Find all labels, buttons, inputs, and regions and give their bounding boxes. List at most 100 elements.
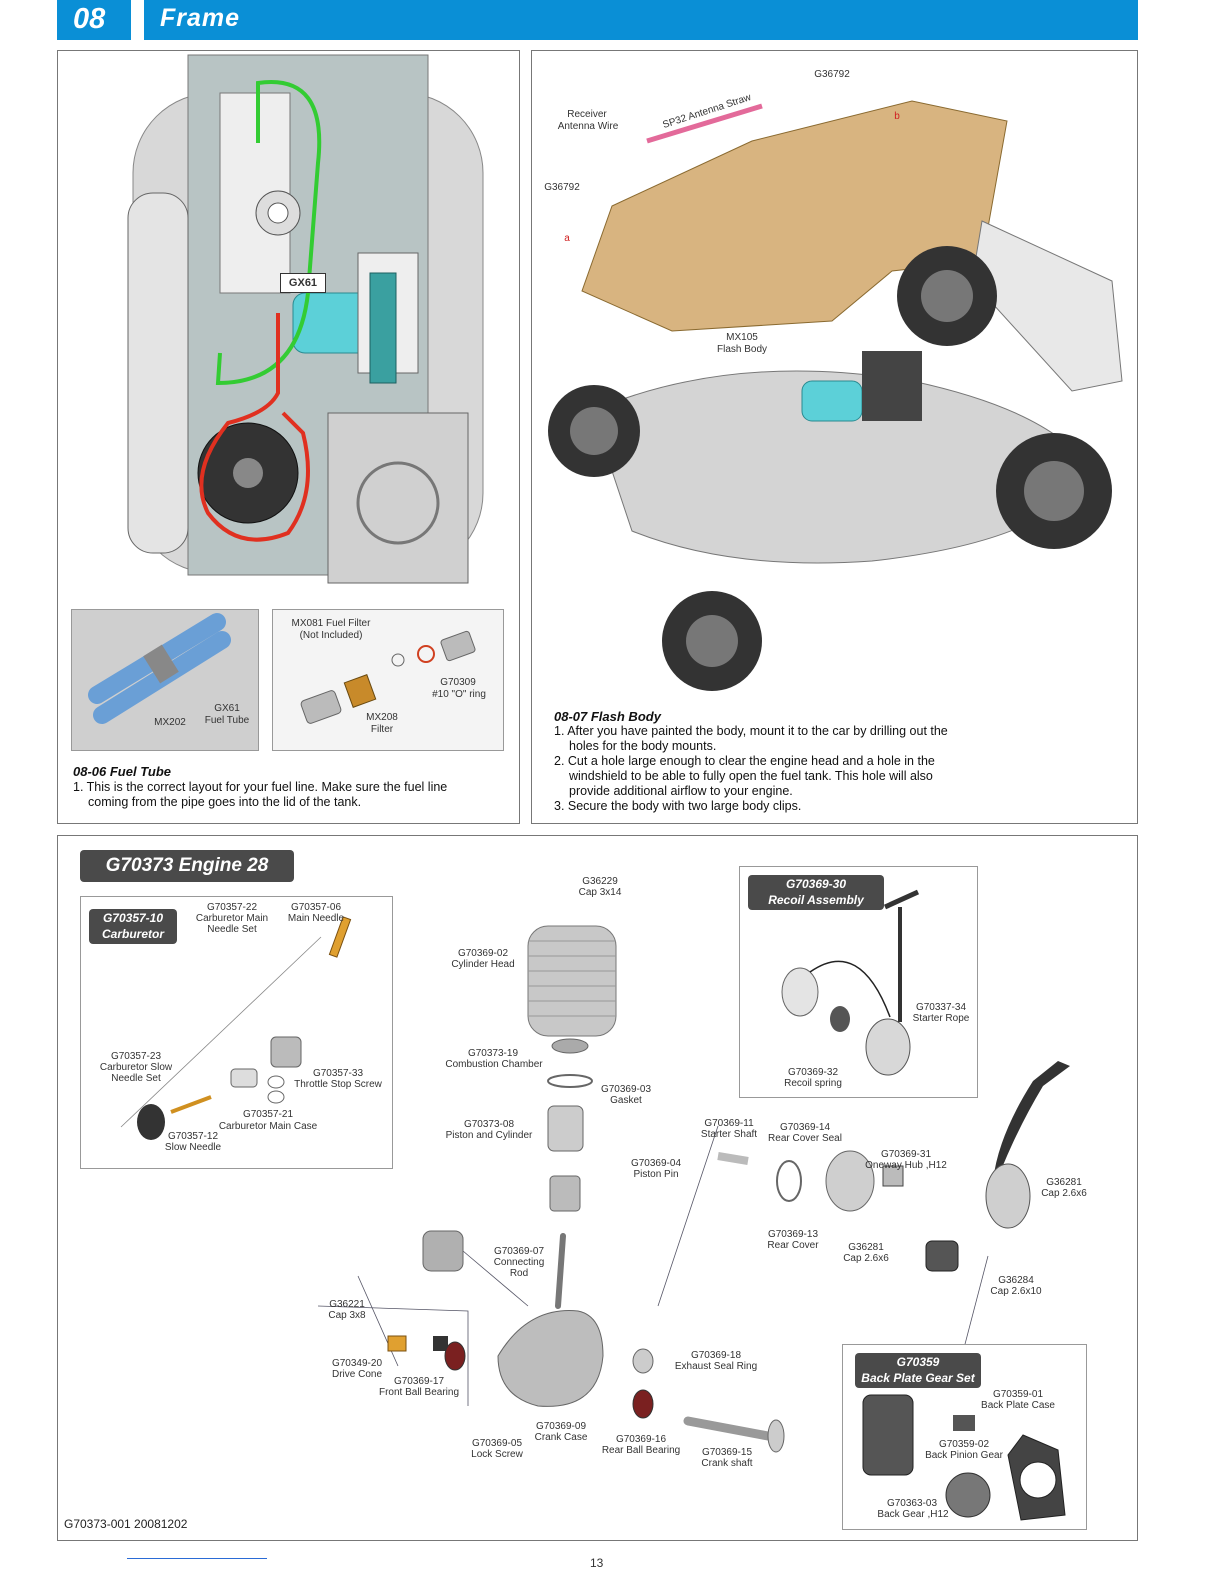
flash-body-step-2-cont-a: windshield to be able to fully open the …: [569, 769, 933, 783]
g36792-top-label: G36792: [814, 69, 850, 80]
g36229-code: G36229: [582, 876, 618, 887]
lock-name: Lock Screw: [471, 1449, 523, 1460]
cyl-head-code: G70369-02: [457, 948, 509, 959]
fbb-name: Front Ball Bearing: [378, 1387, 460, 1398]
carb-p23-name-1: Carburetor Slow: [99, 1062, 173, 1073]
hub-code: G70369-31: [880, 1149, 932, 1160]
engine-panel: G70373 Engine 28: [57, 835, 1138, 1541]
recoil-box: G70369-30 Recoil Assembly G70337-34 Star…: [739, 866, 978, 1098]
recoil-tag-name: Recoil Assembly: [768, 893, 864, 907]
carb-p06-name: Main Needle: [287, 913, 345, 924]
seal-code: G70369-18: [690, 1350, 742, 1361]
g36281a-code: G36281: [1046, 1177, 1082, 1188]
fuel-tube-illustration: [88, 613, 231, 724]
bp-p01-name: Back Plate Case: [981, 1400, 1055, 1411]
cone-name: Drive Cone: [331, 1369, 383, 1380]
page-number: 13: [590, 1556, 604, 1570]
g36281b-code: G36281: [848, 1242, 884, 1253]
carb-p23-code: G70357-23: [110, 1051, 162, 1062]
chassis-engine-illustration: [127, 54, 484, 584]
fuel-tube-step-1: 1. This is the correct layout for your f…: [73, 780, 448, 794]
g36281b-name: Cap 2.6x6: [843, 1253, 889, 1264]
receiver-label-1: Receiver: [567, 109, 607, 120]
bp-p02-name: Back Pinion Gear: [925, 1450, 1003, 1461]
fuel-tube-title: 08-06 Fuel Tube: [73, 764, 172, 779]
carb-p06-code: G70357-06: [290, 902, 342, 913]
carb-p12-code: G70357-12: [167, 1131, 219, 1142]
flash-body-step-3: 3. Secure the body with two large body c…: [554, 799, 802, 813]
carb-p21-code: G70357-21: [242, 1109, 294, 1120]
carb-p33-code: G70357-33: [312, 1068, 364, 1079]
recoil-p34-name: Starter Rope: [912, 1013, 970, 1024]
g36221-name: Cap 3x8: [328, 1310, 366, 1321]
bp-p01-code: G70359-01: [992, 1389, 1044, 1400]
fbb-code: G70369-17: [393, 1376, 445, 1387]
comb-code: G70373-19: [467, 1048, 519, 1059]
flash-body-panel: G36792 Receiver Antenna Wire SP32 Antenn…: [531, 50, 1138, 824]
carb-p23-name-2: Needle Set: [111, 1073, 161, 1084]
carburetor-illustration: [120, 916, 352, 1140]
rcs-code: G70369-14: [779, 1122, 831, 1133]
gasket-code: G70369-03: [600, 1084, 652, 1095]
carburetor-tag-code: G70357-10: [102, 911, 164, 925]
piston-name: Piston and Cylinder: [445, 1130, 533, 1141]
fuel-tube-instructions: 1. This is the correct layout for your f…: [73, 780, 513, 810]
bp-p03-code: G70363-03: [886, 1498, 938, 1509]
recoil-tag-code: G70369-30: [785, 877, 847, 891]
rbb-code: G70369-16: [615, 1434, 667, 1445]
mx208-name-label: Filter: [370, 724, 394, 735]
mx105-code-label: MX105: [726, 332, 758, 343]
flash-body-step-2: 2. Cut a hole large enough to clear the …: [554, 754, 935, 768]
ss-code: G70369-11: [704, 1118, 754, 1129]
carb-p22-name-2: Needle Set: [207, 924, 257, 935]
carburetor-box: G70357-10 Carburetor G70357-22 Carbureto…: [80, 896, 393, 1169]
fuel-tube-panel: GX61 MX202 GX61 Fuel Tube MX081 Fuel Fil…: [57, 50, 520, 824]
backplate-tag: G70359 Back Plate Gear Set: [855, 1353, 981, 1388]
gasket-name: Gasket: [610, 1095, 642, 1106]
carburetor-tag: G70357-10 Carburetor: [89, 909, 177, 944]
fuel-tube-step-1-cont: coming from the pipe goes into the lid o…: [88, 795, 362, 809]
seal-name: Exhaust Seal Ring: [674, 1361, 758, 1372]
fuel-filter-parts-box: MX081 Fuel Filter (Not Included) G70309 …: [272, 609, 504, 751]
carb-p21-name: Carburetor Main Case: [218, 1121, 318, 1132]
g36284-name: Cap 2.6x10: [990, 1286, 1042, 1297]
footer-link-line: [127, 1558, 267, 1559]
case-name: Crank Case: [534, 1432, 588, 1443]
g36229-name: Cap 3x14: [578, 887, 622, 898]
fuel-tube-parts-box: MX202 GX61 Fuel Tube: [71, 609, 259, 751]
rod-name-1: Connecting: [493, 1257, 545, 1268]
flash-body-step-2-cont-b: provide additional airflow to your engin…: [569, 784, 793, 798]
pin-name: Piston Pin: [633, 1169, 679, 1180]
mark-a-label: a: [564, 233, 570, 244]
mark-b-label: b: [894, 111, 900, 122]
g36792-left-label: G36792: [544, 182, 580, 193]
recoil-p32-name: Recoil spring: [784, 1078, 842, 1089]
ss-name: Starter Shaft: [700, 1129, 758, 1140]
fuel-tube-name-label: Fuel Tube: [204, 715, 250, 726]
gx61-callout: GX61: [280, 273, 326, 293]
cyl-head-name: Cylinder Head: [451, 959, 515, 970]
comb-name: Combustion Chamber: [445, 1059, 543, 1070]
pin-code: G70369-04: [630, 1158, 682, 1169]
engine-title-tag: G70373 Engine 28: [80, 850, 294, 882]
piston-code: G70373-08: [463, 1119, 515, 1130]
carb-p22-code: G70357-22: [206, 902, 258, 913]
carburetor-tag-name: Carburetor: [101, 927, 164, 941]
flash-body-step-1: 1. After you have painted the body, moun…: [554, 724, 948, 738]
bp-p02-code: G70359-02: [938, 1439, 990, 1450]
carb-p33-name: Throttle Stop Screw: [294, 1079, 382, 1090]
gx61-label: GX61: [214, 703, 240, 714]
engine-exploded-illustration: [317, 925, 1070, 1487]
recoil-p34-code: G70337-34: [915, 1002, 967, 1013]
bp-p03-name: Back Gear ,H12: [877, 1509, 949, 1520]
lock-code: G70369-05: [471, 1438, 523, 1449]
recoil-p32-code: G70369-32: [787, 1067, 839, 1078]
carb-p22-name-1: Carburetor Main: [195, 913, 269, 924]
backplate-tag-code: G70359: [896, 1355, 940, 1369]
shaft-code: G70369-15: [701, 1447, 753, 1458]
g36284-code: G36284: [998, 1275, 1034, 1286]
carb-p12-name: Slow Needle: [164, 1142, 222, 1153]
receiver-label-2: Antenna Wire: [557, 121, 619, 132]
rod-name-2: Rod: [509, 1268, 529, 1279]
buggy-body-illustration: [548, 100, 1123, 691]
